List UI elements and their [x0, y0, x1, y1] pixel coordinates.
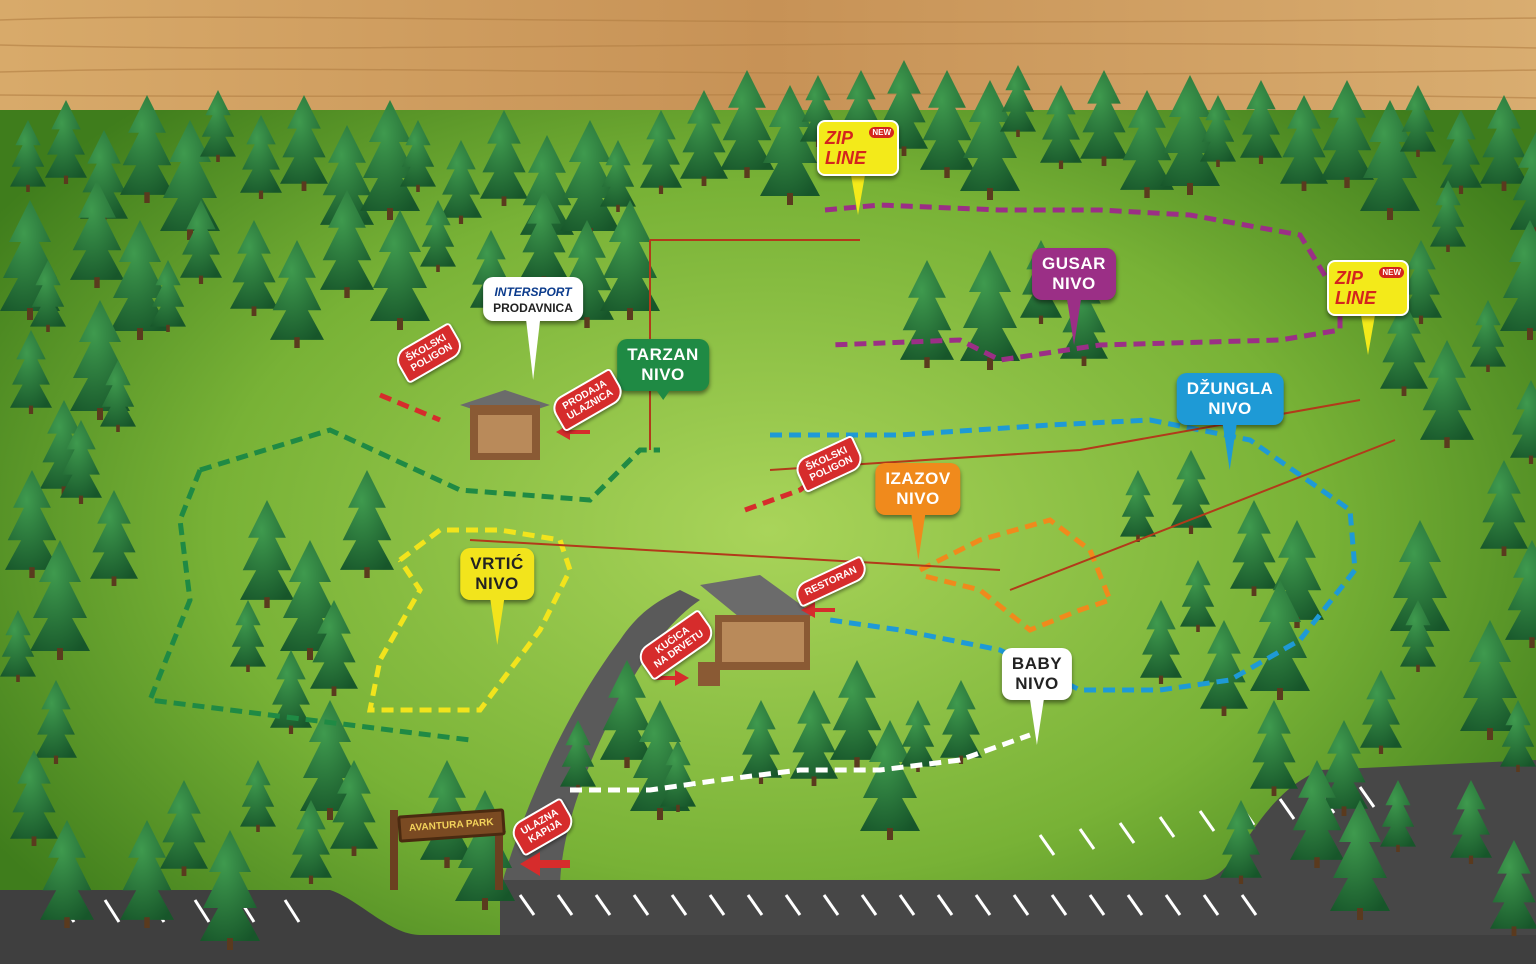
- zip-cable-5: [469, 539, 1001, 571]
- parking-stripe: [1278, 798, 1296, 820]
- parking-stripe: [670, 894, 688, 916]
- parking-stripe: [1158, 816, 1176, 838]
- parking-stripe: [283, 899, 301, 923]
- zipline-word-2: LINE: [1335, 288, 1377, 308]
- wood-banner: [0, 0, 1536, 110]
- shop-label: PRODAVNICA: [493, 301, 573, 315]
- intersport-logo: INTERSPORT: [494, 285, 572, 299]
- vrtic-level-pin[interactable]: VRTIĆ NIVO: [460, 548, 534, 645]
- parking-stripe: [1358, 786, 1376, 808]
- parking-stripe: [1198, 810, 1216, 832]
- parking-stripe: [1050, 894, 1068, 916]
- parking-stripe: [708, 894, 726, 916]
- parking-stripe: [1164, 894, 1182, 916]
- arrow-restaurant: [801, 602, 835, 618]
- dzungla-level-pin[interactable]: DŽUNGLA NIVO: [1176, 373, 1284, 470]
- gusar-level-label-2: NIVO: [1052, 274, 1096, 293]
- parking-stripe: [898, 894, 916, 916]
- gusar-level-pin[interactable]: GUSAR NIVO: [1032, 248, 1116, 345]
- road: [0, 890, 1536, 964]
- ticket-house: [460, 390, 550, 460]
- restaurant: [700, 575, 815, 670]
- parking-stripe: [822, 894, 840, 916]
- parking-stripe: [1078, 828, 1096, 850]
- parking-stripe: [746, 894, 764, 916]
- tree-house: [698, 662, 720, 686]
- tarzan-level-pin[interactable]: TARZAN NIVO: [617, 339, 709, 400]
- parking-stripe: [556, 894, 574, 916]
- entrance-gate: [390, 810, 503, 890]
- zipline-word-2: LINE: [825, 148, 867, 168]
- gusar-level-label-1: GUSAR: [1042, 254, 1106, 273]
- izazov-level-pin[interactable]: IZAZOV NIVO: [875, 463, 961, 560]
- tarzan-level-label-2: NIVO: [641, 365, 685, 384]
- zipline-word-1: ZIP: [825, 128, 854, 148]
- dzungla-level-label-1: DŽUNGLA: [1186, 379, 1274, 398]
- parking-stripe: [1038, 834, 1056, 856]
- vrtic-level-label-1: VRTIĆ: [470, 554, 524, 573]
- arrow-gate: [520, 852, 570, 876]
- izazov-course: [918, 517, 1114, 633]
- baby-level-label-1: BABY: [1011, 654, 1063, 673]
- dzungla-course: [770, 417, 1358, 693]
- parking-stripe: [1126, 894, 1144, 916]
- arrow-treehouse: [655, 670, 689, 686]
- dzungla-level-label-2: NIVO: [1208, 399, 1252, 418]
- skolski-course-left: [379, 392, 441, 423]
- izazov-level-label-2: NIVO: [896, 489, 940, 508]
- parking-lot: [500, 760, 1536, 935]
- vrtic-level-label-2: NIVO: [475, 574, 519, 593]
- parking-stripe: [936, 894, 954, 916]
- zipline-new-badge: NEW: [869, 127, 894, 138]
- zipline-new-badge: NEW: [1379, 267, 1404, 278]
- baby-course: [570, 732, 1031, 793]
- parking-stripe: [1240, 894, 1258, 916]
- parking-stripe: [518, 894, 536, 916]
- zipline-word-1: ZIP: [1335, 268, 1364, 288]
- parking-stripe: [1202, 894, 1220, 916]
- zipline-pin-right[interactable]: ZIP LINE NEW: [1327, 260, 1409, 355]
- parking-stripe: [1012, 894, 1030, 916]
- parking-stripe: [193, 899, 211, 923]
- parking-stripe: [974, 894, 992, 916]
- parking-stripe: [594, 894, 612, 916]
- zip-cable-4: [1009, 439, 1396, 591]
- parking-stripe: [1118, 822, 1136, 844]
- izazov-level-label-1: IZAZOV: [885, 469, 951, 488]
- baby-level-pin[interactable]: BABY NIVO: [1001, 648, 1073, 745]
- zipline-pin-top[interactable]: ZIP LINE NEW: [817, 120, 899, 215]
- parking-stripe: [632, 894, 650, 916]
- shop-pin[interactable]: INTERSPORT PRODAVNICA: [483, 277, 583, 380]
- tarzan-course: [146, 427, 660, 743]
- parking-stripe: [784, 894, 802, 916]
- parking-stripe: [1088, 894, 1106, 916]
- parking-stripe: [103, 899, 121, 923]
- tarzan-level-label-1: TARZAN: [627, 345, 699, 364]
- baby-level-label-2: NIVO: [1015, 674, 1059, 693]
- vrtic-course: [366, 527, 573, 713]
- parking-stripe: [860, 894, 878, 916]
- park-logo-text: AVANTURA PARK: [408, 817, 494, 834]
